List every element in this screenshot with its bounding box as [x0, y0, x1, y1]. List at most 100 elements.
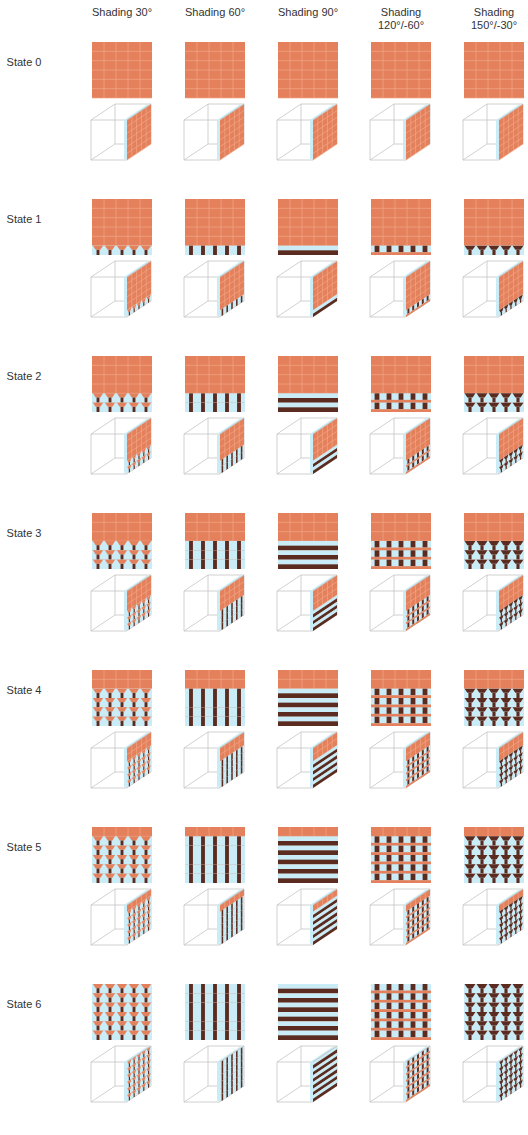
open-gap: [278, 403, 338, 412]
box-edge: [370, 144, 394, 160]
grid-line: [224, 451, 225, 458]
grid-line: [406, 124, 430, 140]
grid-line: [221, 679, 222, 688]
louvre-face: [141, 403, 151, 407]
box-edge: [370, 591, 406, 631]
louvre-stem: [189, 689, 193, 698]
grid-line: [500, 375, 501, 384]
grid-line: [141, 294, 142, 301]
grid-line: [425, 428, 426, 435]
grid-line: [332, 107, 333, 114]
grid-line: [104, 218, 105, 227]
grid-line: [136, 748, 137, 755]
grid-line: [420, 267, 421, 274]
grid-line: [290, 70, 291, 79]
louvre-stem: [129, 769, 130, 773]
grid-line: [136, 441, 137, 448]
louvre-stem: [97, 250, 100, 255]
louvre-edge: [278, 721, 338, 726]
grid-line: [221, 51, 222, 60]
louvre-stem: [145, 721, 148, 726]
grid-line: [185, 70, 245, 71]
grid-line: [141, 581, 142, 588]
grid-line: [239, 284, 240, 291]
grid-line: [371, 217, 431, 218]
facade-panel: [406, 104, 430, 160]
grid-line: [278, 98, 338, 99]
louvre-face: [406, 469, 411, 474]
open-gap: [185, 403, 245, 412]
louvre-face: [371, 557, 383, 560]
grid-line: [407, 208, 408, 217]
grid-line: [488, 375, 489, 384]
louvre-face: [105, 717, 115, 721]
facade-panel: [127, 418, 151, 474]
grid-line: [503, 143, 504, 150]
grid-line: [410, 588, 411, 595]
louvre-stem: [225, 689, 229, 698]
box-edge: [91, 104, 115, 120]
grid-line: [221, 522, 222, 531]
grid-line: [332, 134, 333, 141]
room-model: [91, 732, 151, 788]
louvre-stem: [237, 541, 241, 550]
grid-line: [131, 143, 132, 150]
grid-line: [314, 61, 315, 70]
grid-line: [326, 236, 327, 245]
louvre-stem: [375, 541, 380, 548]
louvre-face: [465, 393, 476, 397]
grid-line: [415, 277, 416, 284]
grid-line: [209, 236, 210, 245]
grid-line: [419, 670, 420, 679]
grid-line: [326, 199, 327, 208]
louvre-stem: [121, 555, 124, 560]
facade-panel-3d: [220, 261, 244, 317]
louvre-face: [395, 705, 407, 708]
grid-line: [141, 287, 142, 294]
louvre-stem: [121, 407, 124, 412]
facade-elevation: [371, 199, 431, 255]
louvre-stem: [138, 612, 139, 616]
grid-line: [185, 227, 245, 228]
grid-line: [234, 595, 235, 602]
grid-line: [146, 141, 147, 148]
box-edge: [499, 575, 523, 591]
grid-line: [302, 218, 303, 227]
grid-line: [104, 356, 105, 365]
facade-elevation: [92, 513, 152, 569]
grid-line: [233, 679, 234, 688]
grid-line: [209, 227, 210, 236]
grid-line: [146, 271, 147, 278]
grid-line: [512, 513, 513, 522]
grid-line: [209, 89, 210, 98]
grid-line: [488, 513, 489, 522]
grid-line: [407, 227, 408, 236]
louvre-stem: [134, 465, 135, 469]
louvre-stem: [121, 712, 124, 717]
louvre-stem: [515, 459, 516, 463]
grid-line: [500, 513, 501, 522]
louvre-face: [371, 400, 383, 403]
grid-line: [185, 236, 245, 237]
facade-elevation: [371, 356, 431, 412]
open-gap: [278, 560, 338, 569]
grid-line: [136, 284, 137, 291]
louvre-stem: [134, 609, 135, 613]
louvre-stem: [423, 560, 428, 567]
grid-line: [224, 130, 225, 137]
grid-line: [131, 437, 132, 444]
louvre-stem: [387, 707, 392, 714]
grid-line: [314, 89, 315, 98]
louvre-face: [395, 557, 407, 560]
louvre-face: [117, 550, 127, 554]
grid-line: [406, 131, 430, 147]
louvre-stem: [520, 613, 521, 617]
louvre-face: [141, 541, 151, 545]
louvre-stem: [375, 246, 380, 253]
louvre-stem: [148, 770, 149, 774]
grid-line: [220, 281, 244, 297]
grid-line: [116, 375, 117, 384]
grid-line: [314, 679, 315, 688]
grid-line: [290, 384, 291, 393]
box-edge: [370, 301, 394, 317]
